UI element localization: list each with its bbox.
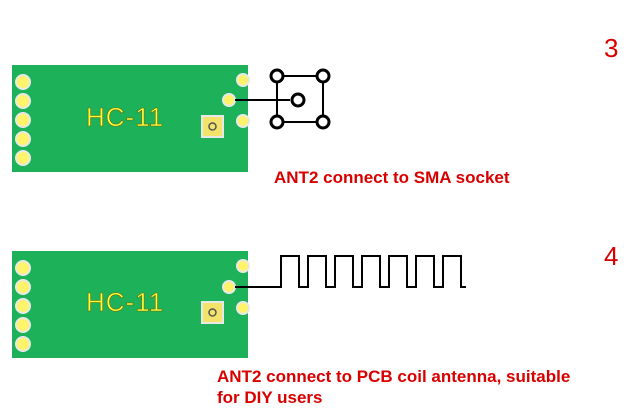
- antenna-pad: [236, 301, 250, 315]
- pin-pad: [15, 131, 31, 147]
- caption-coil-antenna-line-2: for DIY users: [217, 388, 323, 407]
- pin-pad: [15, 112, 31, 128]
- ipex-connector-pad: [201, 301, 224, 324]
- caption-coil-antenna-line-1: ANT2 connect to PCB coil antenna, suitab…: [217, 367, 571, 386]
- hc11-module-board: HC-11: [12, 65, 250, 172]
- section-4-diagram: HC-11: [12, 251, 466, 358]
- left-pin-pads: [15, 74, 31, 166]
- antenna-pad: [236, 114, 250, 128]
- step-number-4: 4: [604, 241, 619, 271]
- module-label: HC-11: [86, 287, 164, 317]
- antenna-pads: [201, 73, 250, 138]
- ant2-pad: [222, 280, 236, 294]
- pin-pad: [15, 336, 31, 352]
- left-pin-pads: [15, 260, 31, 352]
- pin-pad: [15, 279, 31, 295]
- antenna-pad: [236, 259, 250, 273]
- antenna-pads: [201, 259, 250, 324]
- ipex-connector-center: [208, 122, 217, 131]
- step-number-3: 3: [604, 33, 619, 63]
- pin-pad: [15, 150, 31, 166]
- pin-pad: [15, 317, 31, 333]
- sma-mount-hole: [269, 68, 285, 84]
- section-3-diagram: HC-11: [12, 65, 331, 172]
- pin-pad: [15, 298, 31, 314]
- pcb-coil-antenna-icon: [235, 255, 466, 288]
- sma-socket-body: [276, 75, 324, 123]
- sma-mount-hole: [269, 114, 285, 130]
- module-label: HC-11: [86, 102, 164, 132]
- sma-mount-hole: [315, 68, 331, 84]
- antenna-pad: [236, 73, 250, 87]
- pin-pad: [15, 74, 31, 90]
- caption-sma-socket: ANT2 connect to SMA socket: [274, 168, 510, 187]
- sma-center-pin: [290, 92, 306, 108]
- hc11-module-board: HC-11: [12, 251, 250, 358]
- ipex-connector-center: [208, 308, 217, 317]
- ipex-connector-pad: [201, 115, 224, 138]
- ant2-pad: [222, 93, 236, 107]
- sma-mount-hole: [315, 114, 331, 130]
- pin-pad: [15, 93, 31, 109]
- pin-pad: [15, 260, 31, 276]
- sma-socket-icon: [269, 68, 331, 130]
